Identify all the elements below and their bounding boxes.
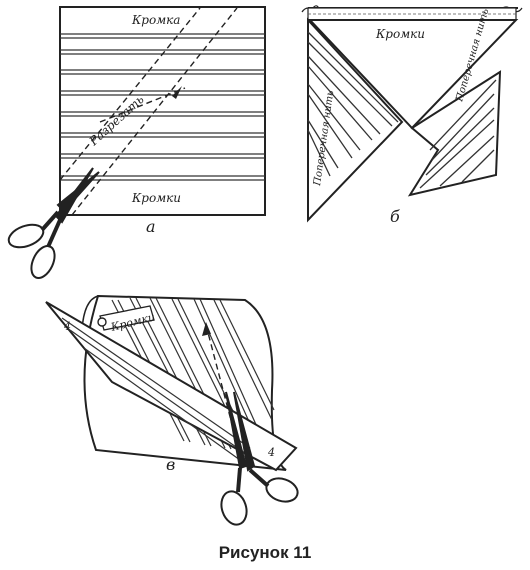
panel-b-left-triangle [307,17,404,223]
panel-c-pin-icon [97,317,107,327]
figure-caption: Рисунок 11 [219,543,312,562]
panel-a-label-bottom: Кромки [131,191,181,205]
panel-a-letter: а [146,217,156,236]
panel-b-label-selvage: Кромки [375,27,425,41]
panel-c-arrow-icon [202,322,211,336]
panel-a-cut-lines [59,7,238,216]
panel-a-label-top: Кромка [131,13,180,27]
panel-b-right-piece [407,70,502,197]
panel-a-scissors-icon [7,167,100,279]
panel-b-folded-triangle [307,19,519,130]
panel-c-mark-left: 4 [63,320,71,333]
panel-a-stripes [60,33,265,181]
panel-a: Кромка Кромки Разрезать а [7,6,266,279]
panel-c-scissors-icon [220,391,299,526]
panel-c: Кромки 4 4 в [45,294,299,526]
panel-b-letter: б [390,207,400,226]
panel-a-arrow-icon [172,86,182,99]
panel-c-mark-right: 4 [267,446,275,459]
panel-c-letter: в [166,455,175,474]
panel-b: Кромки Поперечная нить Поперечная нить б [301,5,523,226]
